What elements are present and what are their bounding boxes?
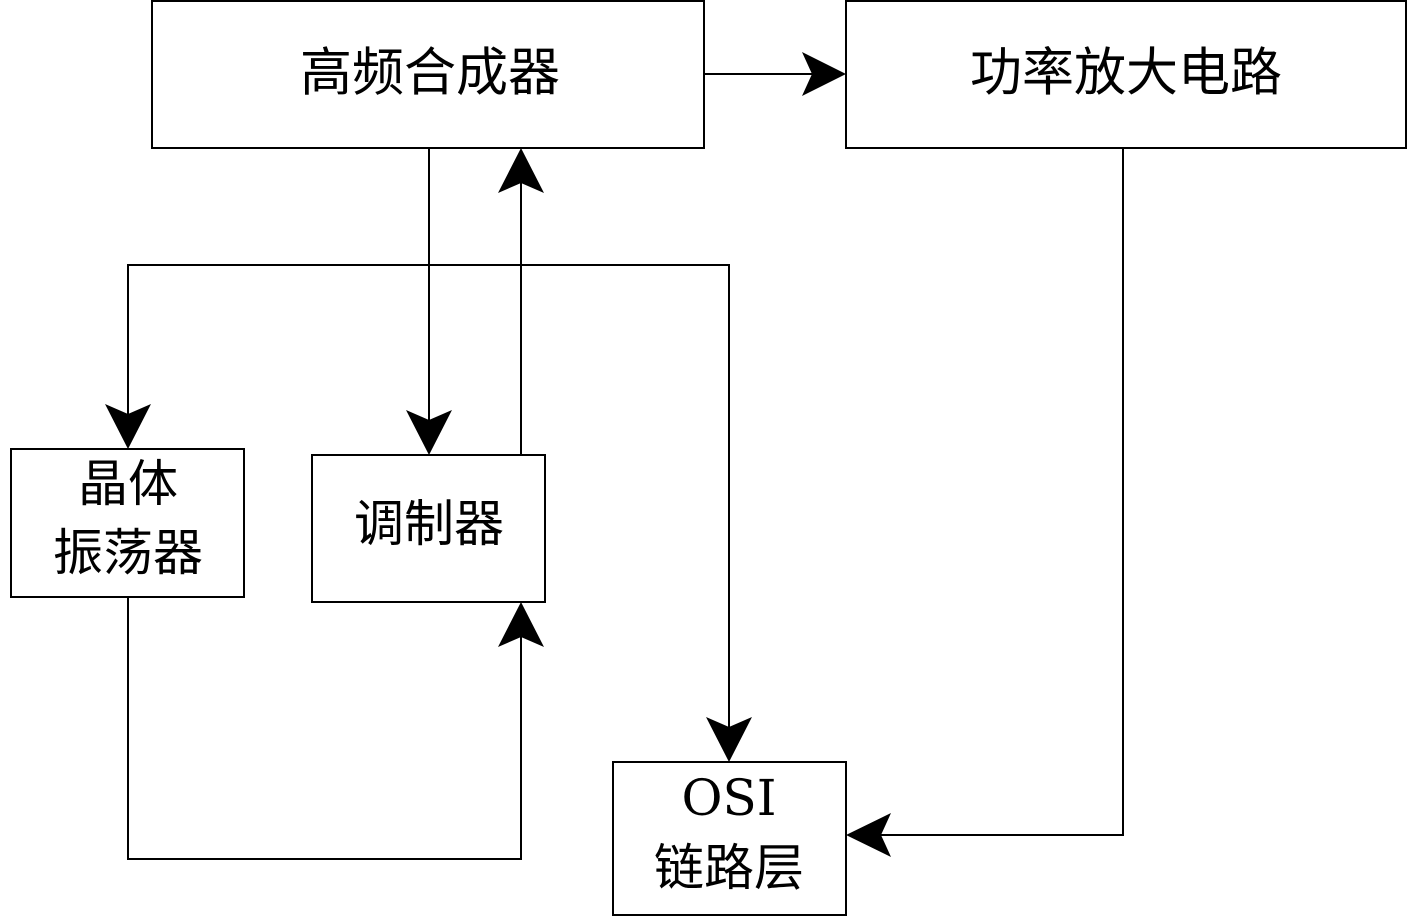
osi-link-layer-block: OSI 链路层 [612, 761, 847, 916]
crystal-oscillator-block: 晶体 振荡器 [10, 448, 245, 598]
modulator-box [311, 454, 546, 603]
connector-line [127, 597, 522, 860]
crystal-oscillator-label-line1: 晶体 [78, 455, 178, 513]
connection-power-amp-to-osi [846, 148, 1124, 857]
connection-crystal-osc-to-modulator [127, 597, 544, 860]
arrowhead-left [846, 813, 891, 857]
hf-synthesizer-box [151, 0, 705, 149]
connector-line [127, 264, 730, 727]
osi-link-layer-box [612, 761, 847, 916]
modulator-block: 调制器 [311, 454, 546, 603]
connection-hf-synth-to-modulator [406, 148, 452, 455]
connection-bus-to-crystal-osc-and-osi [105, 264, 752, 762]
connection-hf-synth-to-power-amp [704, 52, 846, 96]
osi-link-layer-label-line1: OSI [682, 769, 777, 827]
connector-line [881, 148, 1124, 836]
arrowhead-up [498, 602, 544, 647]
arrowhead-up [498, 148, 544, 193]
modulator-label: 调制器 [354, 495, 504, 553]
power-amplifier-label: 功率放大电路 [970, 44, 1282, 104]
crystal-oscillator-label-line2: 振荡器 [53, 524, 203, 582]
hf-synthesizer-label: 高频合成器 [300, 44, 560, 104]
arrowhead-down [406, 410, 452, 455]
hf-synthesizer-block: 高频合成器 [151, 0, 705, 149]
power-amplifier-box [845, 0, 1407, 149]
crystal-oscillator-box [10, 448, 245, 598]
connection-modulator-to-hf-synth [498, 148, 544, 455]
osi-link-layer-label-line2: 链路层 [654, 839, 804, 897]
arrowhead-right [802, 52, 846, 96]
arrowhead-down [706, 717, 752, 762]
arrowhead-down [105, 404, 151, 449]
power-amplifier-block: 功率放大电路 [845, 0, 1407, 149]
